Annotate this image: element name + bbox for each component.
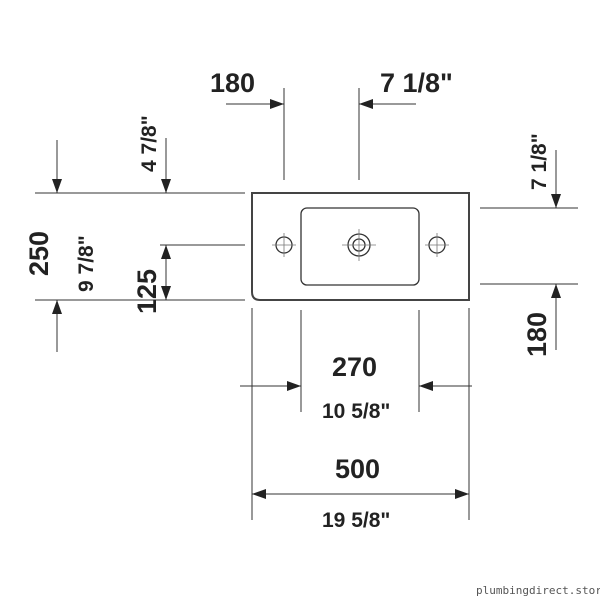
basin-outline: [251, 192, 470, 301]
dim-top-left-mm: 180: [210, 68, 255, 98]
dim-right-top-in: 7 1/8": [528, 133, 551, 190]
inner-basin: [300, 207, 420, 286]
dim-hole-height-mm: 125: [132, 269, 162, 314]
left-tap-hole: [272, 233, 296, 257]
extension-lines: [35, 88, 578, 520]
dim-top-center-in-text: 7 1/8": [380, 68, 453, 98]
drain-hole: [342, 229, 376, 261]
right-tap-hole: [425, 233, 449, 257]
watermark: plumbingdirect.store: [476, 584, 600, 597]
dim-height-mm: 250: [24, 231, 54, 276]
dimension-lines: [52, 99, 561, 499]
dim-top-center-in: 7 1/8": [380, 68, 453, 98]
dim-height-in: 9 7/8": [75, 235, 98, 292]
dim-basin-width-mm: 270: [332, 352, 377, 382]
dim-basin-width-in: 10 5/8": [322, 400, 390, 423]
dim-overall-width-mm: 500: [335, 454, 380, 484]
dim-right-bottom-mm: 180: [522, 312, 552, 357]
dim-top-offset-in: 4 7/8": [138, 115, 161, 172]
dim-overall-width-in: 19 5/8": [322, 509, 390, 532]
